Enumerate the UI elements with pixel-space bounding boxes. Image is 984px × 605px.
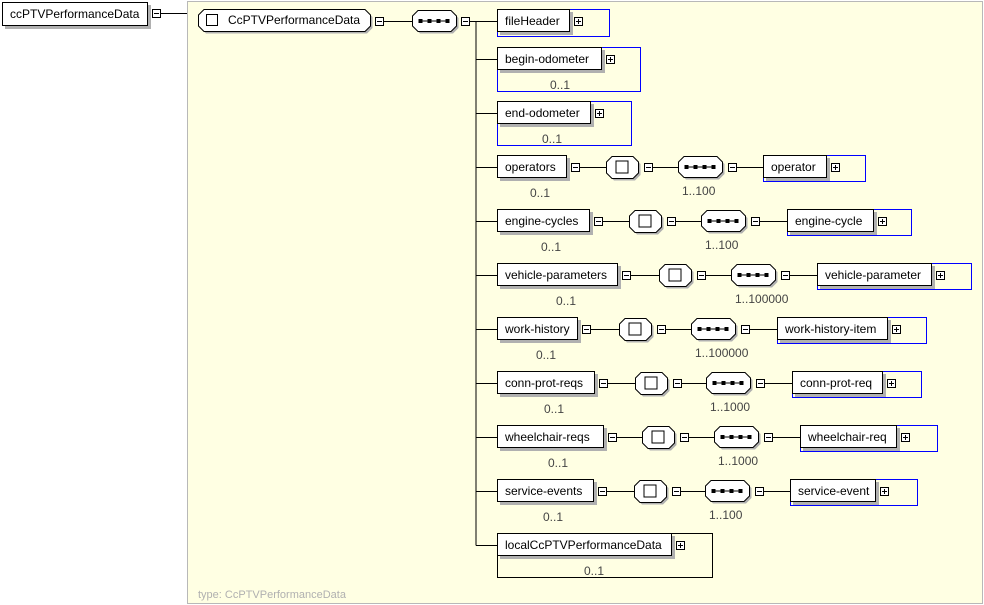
collapse-icon[interactable] [461,17,470,26]
collapse-icon[interactable] [680,433,689,442]
collapse-icon[interactable] [764,433,773,442]
seq-occurrence-wheelchair-reqs: 1..1000 [718,454,759,468]
sequence-compositor-icon[interactable] [731,264,779,289]
sequence-compositor-icon[interactable] [714,426,762,451]
sequence-compositor-icon[interactable] [706,372,754,397]
seq-occurrence-engine-cycles: 1..100 [705,238,739,252]
expand-icon[interactable] [595,109,604,118]
occurrence-wheelchair-reqs: 0..1 [548,456,569,470]
root-element[interactable]: ccPTVPerformanceData [2,2,148,26]
sequence-compositor-icon[interactable] [705,480,753,505]
expand-icon[interactable] [676,541,685,550]
occurrence-end-odometer: 0..1 [542,132,563,146]
complex-type-label: CcPTVPerformanceData [228,13,361,27]
seq-occurrence-service-events: 1..100 [709,508,743,522]
element-begin-odometer[interactable]: begin-odometer [497,47,602,70]
complex-type-checkbox-icon [206,14,218,26]
occurrence-work-history: 0..1 [536,348,557,362]
occurrence-service-events: 0..1 [543,510,564,524]
element-operators[interactable]: operators [497,155,567,178]
collapse-icon[interactable] [672,487,681,496]
element-wheelchair-req[interactable]: wheelchair-req [800,425,897,448]
expand-icon[interactable] [901,433,910,442]
element-work-history[interactable]: work-history [497,317,578,340]
collapse-icon[interactable] [781,271,790,280]
collapse-icon[interactable] [644,163,653,172]
collapse-icon[interactable] [751,217,760,226]
collapse-icon[interactable] [622,271,631,280]
collapse-icon[interactable] [697,271,706,280]
expand-icon[interactable] [606,55,615,64]
collapse-icon[interactable] [375,17,384,26]
occurrence-engine-cycles: 0..1 [541,240,562,254]
all-compositor-icon[interactable] [659,264,695,290]
collapse-icon[interactable] [741,325,750,334]
seq-occurrence-conn-prot-reqs: 1..1000 [710,400,751,414]
collapse-icon[interactable] [571,163,580,172]
element-engine-cycle[interactable]: engine-cycle [787,209,874,232]
seq-occurrence-vehicle-parameters: 1..100000 [735,292,789,306]
all-compositor-icon[interactable] [635,372,671,398]
collapse-icon[interactable] [594,217,603,226]
expand-icon[interactable] [831,163,840,172]
occurrence-vehicle-parameters: 0..1 [556,294,577,308]
collapse-icon[interactable] [598,487,607,496]
collapse-icon[interactable] [657,325,666,334]
collapse-icon[interactable] [755,487,764,496]
all-compositor-icon[interactable] [634,480,670,506]
expand-icon[interactable] [880,487,889,496]
all-compositor-icon[interactable] [606,156,642,182]
element-service-event[interactable]: service-event [790,479,876,502]
seq-occurrence-work-history: 1..100000 [695,346,749,360]
expand-icon[interactable] [878,217,887,226]
collapse-icon[interactable] [673,379,682,388]
all-compositor-icon[interactable] [619,318,655,344]
element-conn-prot-req[interactable]: conn-prot-req [792,371,883,394]
expand-icon[interactable] [936,271,945,280]
expand-icon[interactable] [892,325,901,334]
element-operator[interactable]: operator [763,155,827,178]
sequence-compositor-icon[interactable] [412,10,460,35]
collapse-icon[interactable] [728,163,737,172]
element-vehicle-parameter[interactable]: vehicle-parameter [817,263,932,286]
element-work-history-item[interactable]: work-history-item [777,317,888,340]
occurrence-operators: 0..1 [530,186,551,200]
all-compositor-icon[interactable] [629,210,665,236]
element-localccptvperformancedata[interactable]: localCcPTVPerformanceData [497,533,672,556]
collapse-icon[interactable] [582,325,591,334]
occurrence-localccptvperformancedata: 0..1 [584,564,605,578]
occurrence-begin-odometer: 0..1 [550,78,571,92]
seq-occurrence-operators: 1..100 [682,184,716,198]
element-fileheader[interactable]: fileHeader [497,9,570,32]
element-end-odometer[interactable]: end-odometer [497,101,591,124]
element-wheelchair-reqs[interactable]: wheelchair-reqs [497,425,604,448]
sequence-compositor-icon[interactable] [691,318,739,343]
type-label: type: CcPTVPerformanceData [198,589,346,601]
sequence-compositor-icon[interactable] [701,210,749,235]
expand-icon[interactable] [574,17,583,26]
collapse-icon[interactable] [608,433,617,442]
collapse-icon[interactable] [756,379,765,388]
complex-type-icon[interactable] [198,9,374,35]
collapse-icon[interactable] [667,217,676,226]
element-vehicle-parameters[interactable]: vehicle-parameters [497,263,618,286]
element-conn-prot-reqs[interactable]: conn-prot-reqs [497,371,595,394]
element-engine-cycles[interactable]: engine-cycles [497,209,590,232]
sequence-compositor-icon[interactable] [678,156,726,181]
element-service-events[interactable]: service-events [497,479,594,502]
expand-icon[interactable] [887,379,896,388]
occurrence-conn-prot-reqs: 0..1 [544,402,565,416]
collapse-icon[interactable] [152,9,161,18]
all-compositor-icon[interactable] [642,426,678,452]
collapse-icon[interactable] [599,379,608,388]
